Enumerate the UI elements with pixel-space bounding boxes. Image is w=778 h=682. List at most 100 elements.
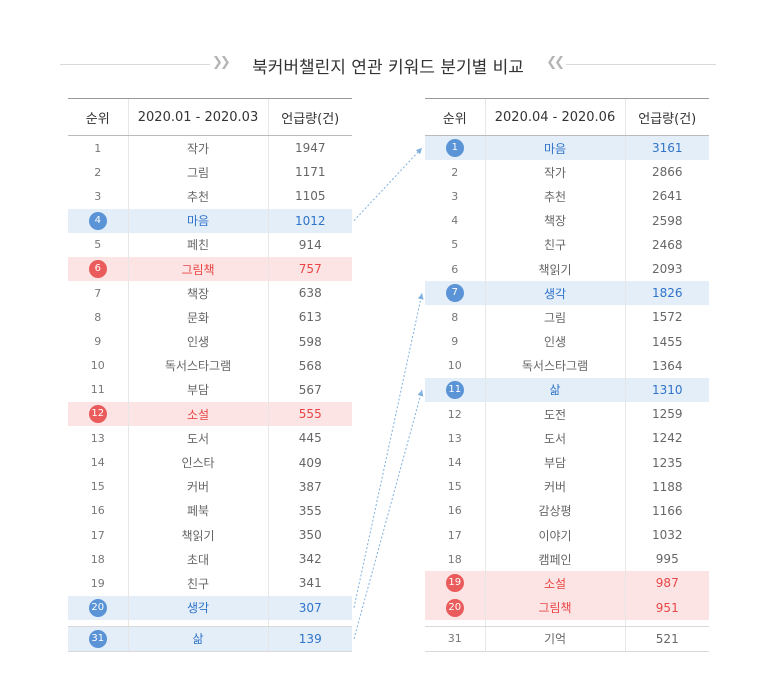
rank-cell: 5 [94,238,102,252]
count-cell: 757 [267,256,352,282]
keyword-cell: 초대 [127,547,268,572]
rank-cell: 8 [94,310,102,324]
column-header-period: 2020.01 - 2020.03 [127,98,268,136]
count-cell: 1455 [624,329,709,354]
rank-cell: 8 [451,310,459,324]
title-divider-right [566,64,716,65]
chevron-left-icon: ❮❮ [546,55,565,70]
keyword-cell: 인생 [484,329,625,354]
keyword-cell: 삶 [484,377,625,403]
count-cell: 1826 [624,281,709,306]
count-cell: 1364 [624,353,709,378]
count-cell: 307 [267,595,352,620]
keyword-cell: 친구 [127,571,268,596]
rank-cell: 9 [451,335,459,349]
separator-cell [484,619,625,627]
keyword-cell: 소설 [484,571,625,596]
rank-cell: 31 [68,626,128,652]
keyword-cell: 독서스타그램 [127,353,268,378]
keyword-cell: 인생 [127,329,268,354]
count-cell: 445 [267,426,352,451]
keyword-cell: 그림 [484,305,625,330]
arrow-4-to-1 [353,147,423,221]
rank-cell: 2 [451,165,459,179]
count-cell: 568 [267,353,352,378]
count-cell: 3161 [624,135,709,161]
rank-cell: 9 [94,335,102,349]
title-bar: ❯❯ 북커버챌린지 연관 키워드 분기별 비교 ❮❮ [60,52,716,78]
rank-cell: 15 [90,480,105,494]
title-divider-left [60,64,210,65]
count-cell: 521 [624,626,709,652]
rank-badge: 31 [88,629,107,648]
keyword-cell: 독서스타그램 [484,353,625,378]
rank-cell: 20 [425,595,485,620]
keyword-cell: 생각 [484,281,625,306]
keyword-cell: 책읽기 [484,256,625,282]
count-cell: 2598 [624,208,709,233]
keyword-cell: 도서 [127,426,268,451]
count-cell: 1166 [624,498,709,523]
count-cell: 387 [267,474,352,499]
rank-cell: 7 [94,286,102,300]
rank-cell: 31 [425,626,485,652]
count-cell: 1105 [267,184,352,209]
rank-cell: 12 [68,402,128,427]
rank-badge: 11 [445,380,464,399]
rank-badge: 1 [445,139,464,158]
count-cell: 1259 [624,402,709,427]
rank-cell: 6 [451,262,459,276]
rank-cell: 1 [94,141,102,155]
column-header-rank: 순위 [425,98,485,136]
keyword-cell: 소설 [127,402,268,427]
separator-cell [68,619,128,627]
keyword-cell: 페친 [127,232,268,257]
rank-cell: 11 [425,377,485,403]
rank-cell: 14 [90,456,105,470]
rank-cell: 2 [94,165,102,179]
count-cell: 1032 [624,523,709,548]
rank-cell: 6 [68,256,128,282]
rank-cell: 12 [447,407,462,421]
keyword-cell: 기억 [484,626,625,652]
keyword-cell: 그림책 [127,256,268,282]
keyword-cell: 마음 [127,208,268,233]
rank-badge: 7 [445,284,464,303]
rank-cell: 4 [68,208,128,233]
count-cell: 555 [267,402,352,427]
count-cell: 914 [267,232,352,257]
count-cell: 341 [267,571,352,596]
keyword-cell: 작가 [127,135,268,161]
separator-cell [624,619,709,627]
count-cell: 342 [267,547,352,572]
